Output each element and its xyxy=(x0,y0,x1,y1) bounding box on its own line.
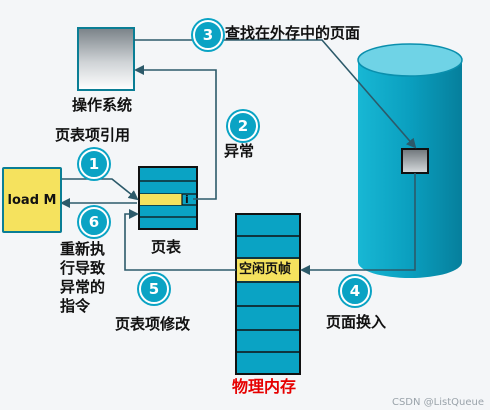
step-5-badge: 5 xyxy=(139,274,169,304)
page-table-label: 页表 xyxy=(151,238,182,256)
pte-modify-label: 页表项修改 xyxy=(115,315,191,333)
free-frame-slot xyxy=(237,259,299,281)
step-2-badge: 2 xyxy=(228,111,258,141)
step-6-badge: 6 xyxy=(79,207,109,237)
page-in-label: 页面换入 xyxy=(326,313,387,331)
arrow-page-in xyxy=(300,173,416,275)
page-table-entry xyxy=(140,194,182,205)
page-table xyxy=(138,166,198,230)
find-page-label: 查找在外存中的页面 xyxy=(225,24,361,42)
disk-page xyxy=(401,148,429,174)
os-label: 操作系统 xyxy=(72,96,133,114)
invalid-bit-label: i xyxy=(185,193,189,206)
load-instruction-box: load M xyxy=(2,167,62,233)
os-box xyxy=(77,27,135,91)
restart-instruction-label: 重新执 行导致 异常的 指令 xyxy=(60,240,106,315)
watermark: CSDN @ListQueue xyxy=(391,397,484,408)
pte-reference-label: 页表项引用 xyxy=(55,126,131,144)
step-4-badge: 4 xyxy=(340,276,370,306)
arrow-pte-reference xyxy=(60,178,139,201)
step-1-badge: 1 xyxy=(79,149,109,179)
exception-label: 异常 xyxy=(224,142,255,160)
arrow-exception xyxy=(134,65,217,200)
load-instruction-label: load M xyxy=(7,192,57,208)
physical-memory-block xyxy=(235,213,301,375)
step-3-badge: 3 xyxy=(193,20,223,50)
arrow-pte-modify xyxy=(124,209,236,271)
free-frame-label: 空闲页帧 xyxy=(239,262,292,277)
physical-memory-label: 物理内存 xyxy=(232,377,297,396)
